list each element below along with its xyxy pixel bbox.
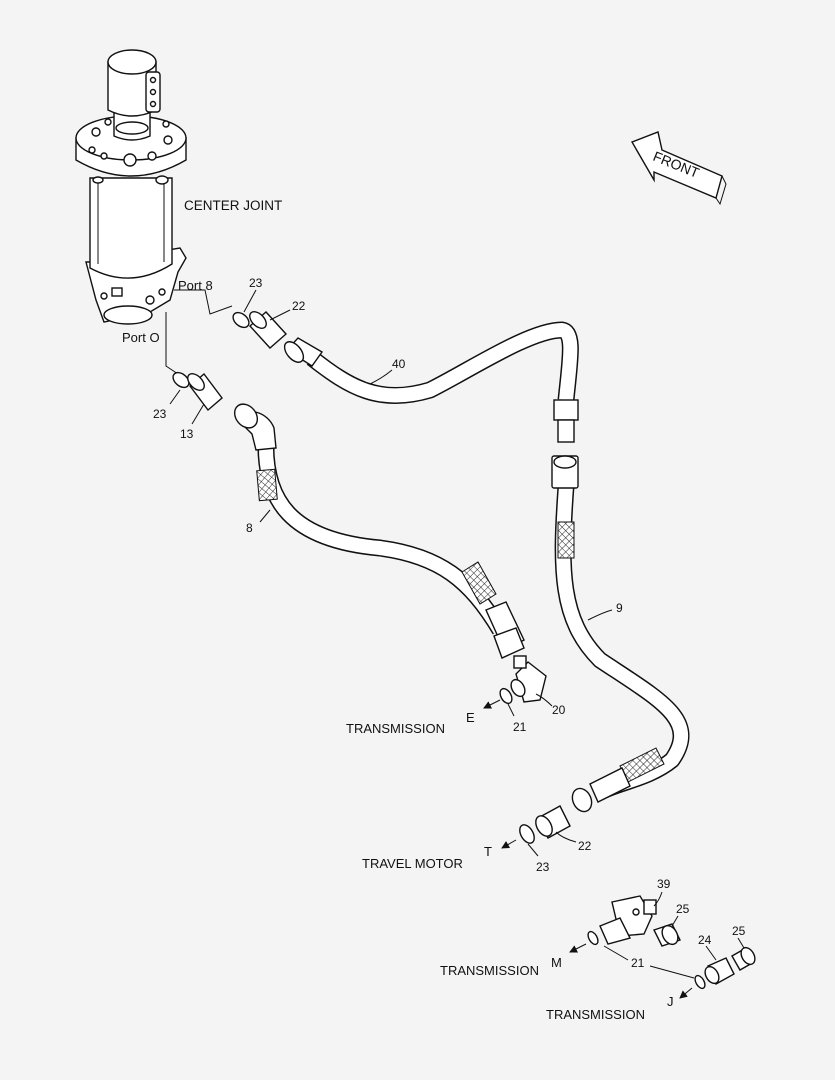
o-ring-21a [499, 687, 513, 705]
callout-21-b: 21 [631, 956, 645, 970]
arrow-j [679, 987, 693, 999]
center-joint-label: CENTER JOINT [184, 198, 282, 213]
transmission-e-label: TRANSMISSION [346, 721, 445, 736]
o-ring-21b-m [587, 930, 599, 946]
callout-21-a: 21 [513, 720, 527, 734]
port-8-label: Port 8 [178, 278, 213, 293]
transmission-j-label: TRANSMISSION [546, 1007, 645, 1022]
port-e-label: E [466, 710, 475, 725]
callout-25-a: 25 [676, 902, 690, 916]
port-o-label: Port O [122, 330, 160, 345]
tee-fitting-39 [599, 895, 657, 945]
fitting-13 [187, 372, 223, 412]
front-arrow: FRONT [630, 131, 727, 206]
arrow-t [501, 839, 517, 849]
callout-13: 13 [180, 427, 194, 441]
port-m-label: M [551, 955, 562, 970]
callout-39: 39 [657, 877, 671, 891]
center-joint [75, 49, 187, 325]
callout-23-c: 23 [536, 860, 550, 874]
callout-22-a: 22 [292, 299, 306, 313]
plug-25b [731, 946, 756, 971]
callout-22-b: 22 [578, 839, 592, 853]
plug-25a [653, 923, 681, 947]
callout-23-a: 23 [249, 276, 263, 290]
callout-40: 40 [392, 357, 406, 371]
o-ring-23b [172, 371, 190, 389]
travel-motor-label: TRAVEL MOTOR [362, 856, 463, 871]
arrow-e [483, 699, 501, 709]
callout-24: 24 [698, 933, 712, 947]
callout-20: 20 [552, 703, 566, 717]
port-8-leader [174, 289, 233, 315]
callout-leaders [169, 289, 745, 979]
elbow-20 [510, 655, 547, 703]
hose-8 [233, 403, 525, 659]
transmission-m-label: TRANSMISSION [440, 963, 539, 978]
o-ring-21b-j [694, 974, 706, 990]
port-o-leader [165, 312, 179, 375]
hose-40 [283, 321, 579, 443]
callout-9: 9 [616, 601, 623, 615]
port-j-label: J [667, 994, 674, 1009]
fitting-22a [249, 311, 287, 349]
fitting-24 [704, 957, 735, 985]
callout-8: 8 [246, 521, 253, 535]
callout-23-b: 23 [153, 407, 167, 421]
o-ring-23c [519, 824, 535, 844]
arrow-m [569, 943, 587, 953]
fitting-22b [535, 805, 571, 839]
callout-25-b: 25 [732, 924, 746, 938]
hose-9 [551, 455, 690, 813]
port-t-label: T [484, 844, 492, 859]
o-ring-23a [232, 311, 250, 329]
